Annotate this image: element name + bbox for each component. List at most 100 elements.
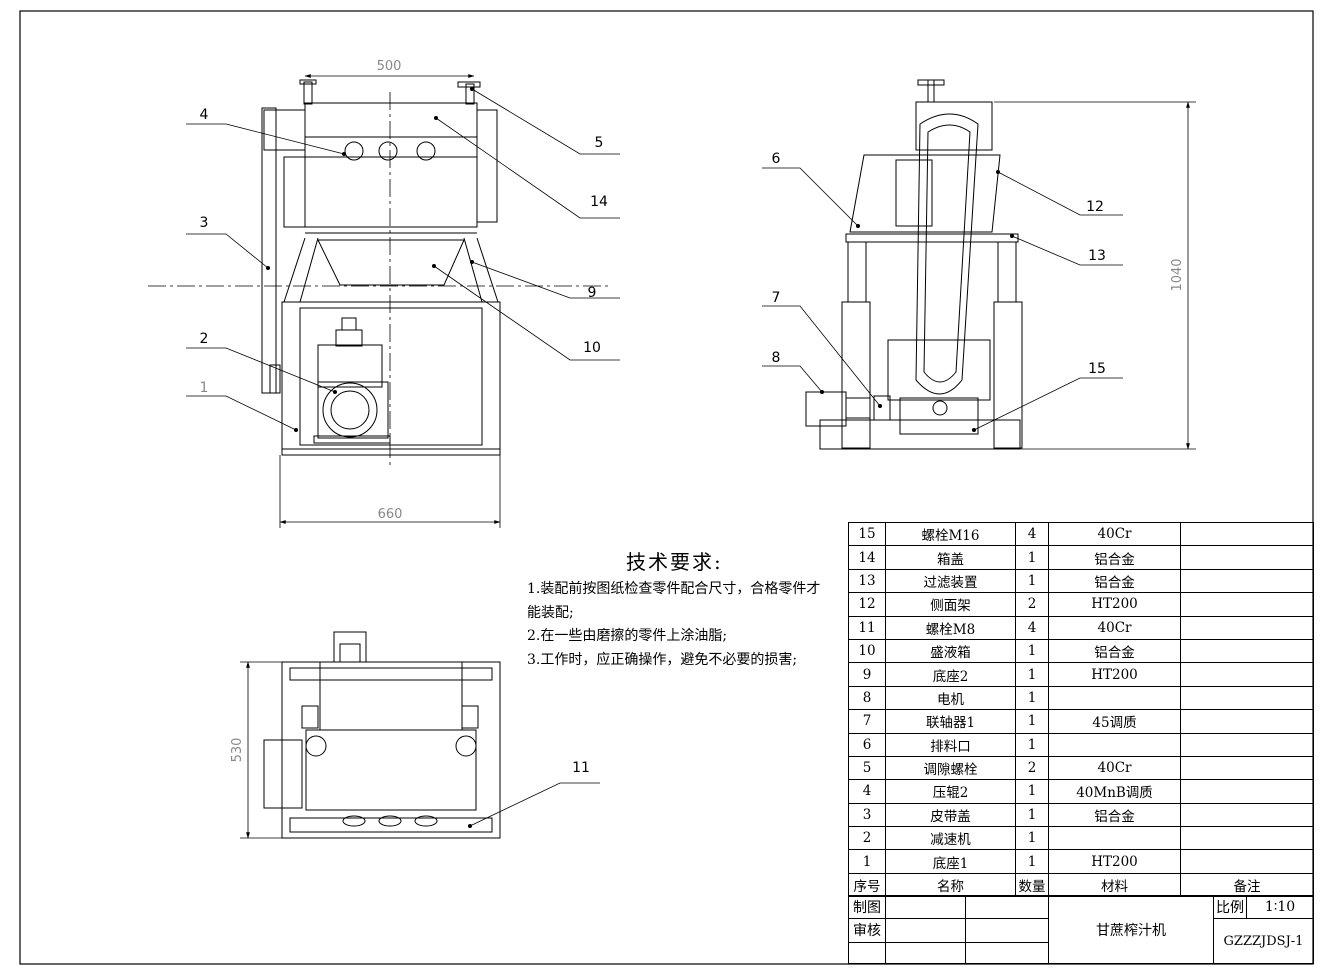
empty-cell-a bbox=[848, 941, 886, 965]
bom-cell: 调隙螺栓 bbox=[885, 755, 1016, 781]
bom-cell: 8 bbox=[848, 685, 886, 711]
bom-cell: 1 bbox=[1015, 849, 1049, 874]
bom-cell: 2 bbox=[1015, 755, 1049, 781]
bom-cell: 13 bbox=[848, 568, 886, 594]
bom-cell bbox=[1180, 662, 1314, 687]
bom-cell: 1 bbox=[1015, 709, 1049, 734]
bom-header-cell: 备注 bbox=[1180, 872, 1314, 898]
bom-cell: 1 bbox=[1015, 732, 1049, 757]
bom-header-cell: 名称 bbox=[885, 872, 1016, 898]
bom-cell: 45调质 bbox=[1048, 709, 1181, 734]
bom-cell: 1 bbox=[1015, 568, 1049, 594]
bom-cell bbox=[1048, 685, 1181, 711]
bom-cell: 1 bbox=[1015, 545, 1049, 570]
bom-cell: 侧面架 bbox=[885, 592, 1016, 617]
bom-cell bbox=[1180, 545, 1314, 570]
bom-cell: 铝合金 bbox=[1048, 545, 1181, 570]
bom-cell bbox=[1180, 826, 1314, 851]
callout-3: 3 bbox=[200, 215, 209, 231]
bom-cell: 7 bbox=[848, 709, 886, 734]
tech-note-1: 1.装配前按图纸检查零件配合尺寸，合格零件才能装配; bbox=[527, 581, 821, 621]
bom-cell: 12 bbox=[848, 592, 886, 617]
checked-name-cell bbox=[885, 918, 966, 943]
bom-cell: 6 bbox=[848, 732, 886, 757]
scale-value: 1∶10 bbox=[1246, 894, 1314, 920]
dim-top-width: 500 bbox=[377, 59, 402, 74]
bom-cell: 40Cr bbox=[1048, 755, 1181, 781]
bom-cell bbox=[1048, 826, 1181, 851]
bom-cell: 4 bbox=[1015, 615, 1049, 640]
bom-cell: 1 bbox=[1015, 662, 1049, 687]
callout-1: 1 bbox=[200, 380, 209, 396]
bom-cell bbox=[1180, 592, 1314, 617]
bom-cell: 40Cr bbox=[1048, 615, 1181, 640]
checked-label: 审核 bbox=[848, 918, 886, 943]
scale-label: 比例 bbox=[1213, 894, 1247, 920]
bom-header-cell: 材料 bbox=[1048, 872, 1181, 898]
bom-cell: 3 bbox=[848, 802, 886, 828]
drawing-frame bbox=[19, 10, 1314, 965]
bom-cell: 10 bbox=[848, 638, 886, 664]
title-block: 制图 甘蔗榨汁机 比例 1∶10 审核 GZZZJDSJ-1 bbox=[848, 894, 1314, 965]
dim-bottom-width: 660 bbox=[378, 507, 403, 522]
tech-requirements-title: 技术要求: bbox=[626, 550, 723, 574]
bom-cell: 1 bbox=[1015, 826, 1049, 851]
bom-cell: 铝合金 bbox=[1048, 802, 1181, 828]
front-view bbox=[261, 79, 501, 456]
bom-cell: 皮带盖 bbox=[885, 802, 1016, 828]
callout-8: 8 bbox=[772, 350, 781, 366]
callout-12: 12 bbox=[1086, 199, 1104, 215]
drawing-number: GZZZJDSJ-1 bbox=[1213, 918, 1314, 964]
bom-cell: 15 bbox=[848, 521, 886, 547]
bom-cell: 螺栓M8 bbox=[885, 615, 1016, 640]
drawn-date-cell bbox=[965, 894, 1049, 920]
empty-cell-b bbox=[885, 941, 966, 965]
bom-cell: 11 bbox=[848, 615, 886, 640]
callout-5: 5 bbox=[595, 135, 604, 151]
bom-cell: 联轴器1 bbox=[885, 709, 1016, 734]
bom-cell bbox=[1180, 732, 1314, 757]
bom-cell: 1 bbox=[848, 849, 886, 874]
bom-cell: 底座1 bbox=[885, 849, 1016, 874]
bom-cell: 1 bbox=[1015, 638, 1049, 664]
dim-plan-depth: 530 bbox=[230, 738, 245, 763]
bom-cell: 压辊2 bbox=[885, 779, 1016, 804]
bom-cell: HT200 bbox=[1048, 849, 1181, 874]
bom-cell: 1 bbox=[1015, 802, 1049, 828]
bom-header-row: 序号名称数量材料备注 bbox=[848, 872, 1314, 898]
bom-cell: HT200 bbox=[1048, 592, 1181, 617]
dim-height: 1040 bbox=[1170, 258, 1185, 291]
bom-cell: 过滤装置 bbox=[885, 568, 1016, 594]
bom-cell bbox=[1180, 685, 1314, 711]
bom-cell: 排料口 bbox=[885, 732, 1016, 757]
bom-cell: HT200 bbox=[1048, 662, 1181, 687]
bom-cell: 5 bbox=[848, 755, 886, 781]
callout-9: 9 bbox=[588, 285, 597, 301]
bom-cell: 4 bbox=[848, 779, 886, 804]
bom-cell: 盛液箱 bbox=[885, 638, 1016, 664]
bom-cell bbox=[1180, 521, 1314, 547]
callout-2: 2 bbox=[200, 331, 209, 347]
bom-cell: 铝合金 bbox=[1048, 568, 1181, 594]
callout-13: 13 bbox=[1088, 248, 1106, 264]
callout-7: 7 bbox=[772, 290, 781, 306]
bom-cell: 电机 bbox=[885, 685, 1016, 711]
bom-cell: 1 bbox=[1015, 779, 1049, 804]
bom-cell bbox=[1180, 779, 1314, 804]
bom-cell: 箱盖 bbox=[885, 545, 1016, 570]
callout-14: 14 bbox=[590, 194, 608, 210]
bom-cell: 2 bbox=[848, 826, 886, 851]
side-view bbox=[805, 79, 1023, 450]
